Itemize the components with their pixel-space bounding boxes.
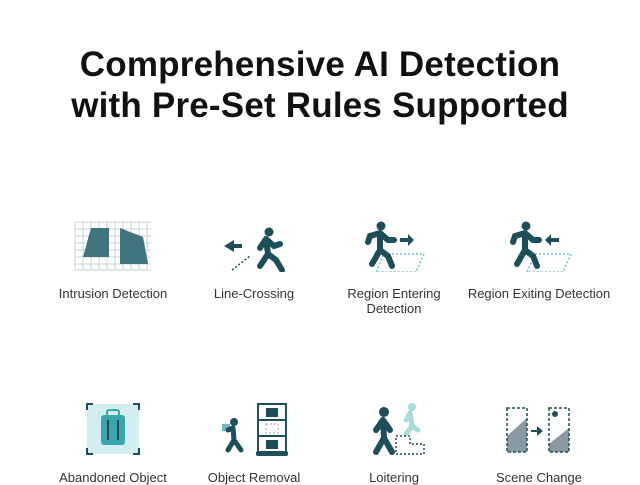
region-entering-icon	[365, 221, 426, 272]
object-removal-icon	[222, 403, 288, 456]
feature-region-exiting: Region Exiting Detection	[464, 220, 614, 301]
loitering-icon	[373, 403, 425, 455]
feature-label: Region Exiting Detection	[467, 286, 611, 301]
feature-label: Scene Change	[495, 470, 582, 485]
feature-object-removal: Object Removal	[179, 402, 329, 485]
feature-label: Loitering	[369, 470, 419, 485]
abandoned-luggage-icon	[86, 403, 140, 455]
scene-change-icon	[506, 407, 570, 453]
feature-abandoned-object: Abandoned Object	[38, 402, 188, 485]
feature-line-crossing: Line-Crossing	[179, 220, 329, 301]
feature-scene-change: Scene Change	[464, 402, 614, 485]
feature-label: Region Entering Detection	[347, 286, 441, 316]
feature-loitering: Loitering	[319, 402, 469, 485]
feature-label: Abandoned Object	[59, 470, 167, 485]
region-exiting-icon	[510, 221, 573, 272]
intrusion-grid-icon	[74, 221, 151, 271]
title-line-1: Comprehensive AI Detection	[79, 45, 561, 84]
feature-label: Object Removal	[207, 470, 301, 485]
feature-label: Line-Crossing	[213, 286, 295, 301]
page-title: Comprehensive AI Detection with Pre-Set …	[0, 44, 640, 126]
feature-region-entering: Region Entering Detection	[319, 220, 469, 316]
feature-label: Intrusion Detection	[58, 286, 168, 301]
feature-intrusion-detection: Intrusion Detection	[38, 220, 188, 301]
line-crossing-icon	[224, 227, 285, 272]
title-line-2: with Pre-Set Rules Supported	[71, 86, 569, 125]
